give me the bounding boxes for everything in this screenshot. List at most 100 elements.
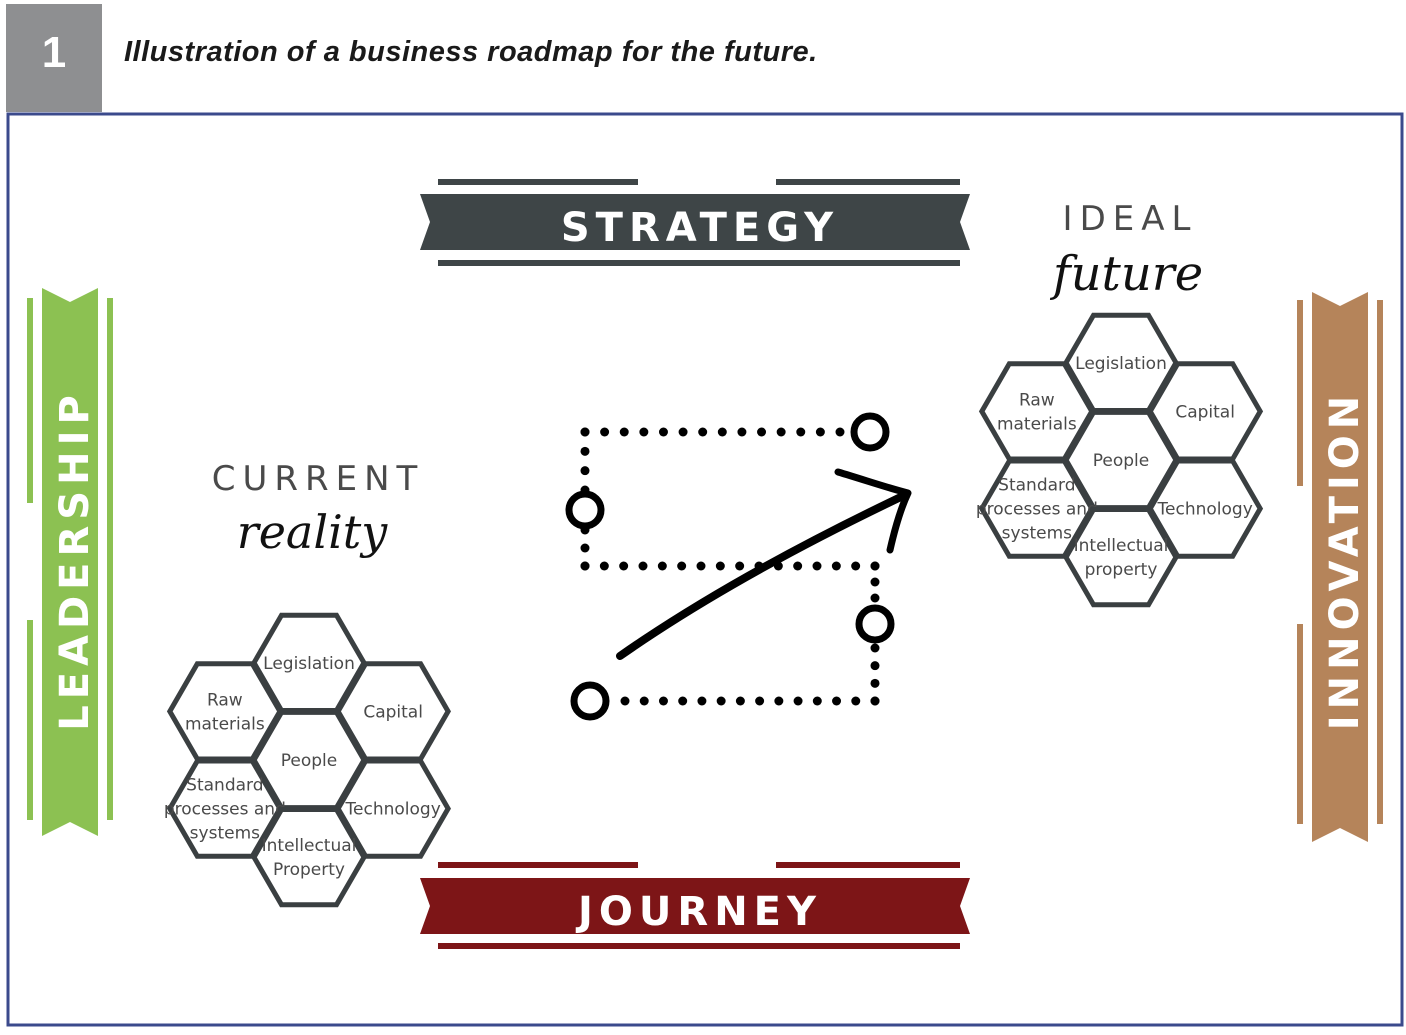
- innovation-label: INNOVATION: [1322, 390, 1368, 731]
- current-hexagon-label: Technology: [345, 800, 441, 820]
- current-hexagon: [251, 807, 367, 908]
- strategy-rule-top-right: [776, 179, 960, 185]
- current-hexagon-label: Legislation: [263, 654, 355, 674]
- innovation-rule-left-top: [1297, 300, 1303, 486]
- strategy-banner: STRATEGY: [420, 179, 970, 266]
- figure-caption: Illustration of a business roadmap for t…: [124, 36, 818, 68]
- journey-banner: JOURNEY: [420, 862, 970, 949]
- current-hexagon-label: systems: [190, 824, 260, 844]
- path-dot: [580, 543, 590, 553]
- path-dot: [835, 427, 845, 437]
- path-dot: [831, 561, 841, 571]
- ideal-hexagon-label: Raw: [1019, 390, 1055, 410]
- current-hexagon-label: Intellectual: [262, 836, 357, 856]
- strategy-rule-top-left: [438, 179, 638, 185]
- journey-rule-top-left: [438, 862, 638, 868]
- path-dot: [639, 427, 649, 437]
- innovation-rule-left-bottom: [1297, 624, 1303, 824]
- path-dot: [812, 696, 822, 706]
- ideal-hexagon-label: Legislation: [1075, 354, 1167, 374]
- milestone-circle: [855, 604, 895, 644]
- path-dot: [776, 427, 786, 437]
- path-dot: [815, 427, 825, 437]
- path-dot: [870, 678, 880, 688]
- ideal-hexagon-label: Intellectual: [1074, 536, 1169, 556]
- path-dot: [657, 561, 667, 571]
- path-dot: [677, 561, 687, 571]
- path-dot: [851, 561, 861, 571]
- figure-number-box: 1: [6, 4, 102, 112]
- milestone-circle: [570, 681, 610, 721]
- journey-rule-bottom: [438, 943, 960, 949]
- path-dot: [639, 696, 649, 706]
- path-dot: [755, 696, 765, 706]
- strategy-ribbon: [420, 194, 970, 250]
- path-dot: [793, 696, 803, 706]
- strategy-label: STRATEGY: [561, 205, 839, 251]
- path-dot: [619, 561, 629, 571]
- path-dot: [774, 696, 784, 706]
- path-dot: [620, 696, 630, 706]
- path-dot: [870, 593, 880, 603]
- path-dot: [678, 427, 688, 437]
- path-dot: [832, 696, 842, 706]
- path-dot: [658, 427, 668, 437]
- strategy-rule-bottom: [438, 260, 960, 266]
- path-dot: [580, 466, 590, 476]
- path-dot: [697, 696, 707, 706]
- path-dot: [715, 561, 725, 571]
- current-heading: CURRENT: [212, 459, 425, 499]
- leadership-rule-left-top: [27, 298, 33, 503]
- path-dot: [812, 561, 822, 571]
- path-dot: [580, 446, 590, 456]
- path-dot: [716, 696, 726, 706]
- current-hexagon-label: Standard: [186, 776, 263, 796]
- leadership-rule-right: [107, 298, 113, 820]
- path-dot: [870, 643, 880, 653]
- ideal-hexagon-label: materials: [997, 414, 1077, 434]
- ideal-hexagon-label: Technology: [1157, 500, 1253, 520]
- path-dot: [870, 577, 880, 587]
- path-dot: [796, 427, 806, 437]
- path-dot: [735, 696, 745, 706]
- path-dot: [678, 696, 688, 706]
- diagram-frame: [6, 112, 1404, 1027]
- journey-ribbon: [420, 878, 970, 934]
- path-dot: [851, 696, 861, 706]
- current-hexagon-label: Capital: [363, 702, 423, 722]
- dotted-roadmap-path: [580, 427, 880, 706]
- path-dot: [599, 561, 609, 571]
- path-dot: [870, 696, 880, 706]
- leadership-label: LEADERSHIP: [52, 389, 98, 731]
- milestone-circle: [565, 490, 605, 530]
- ideal-hexagon-label: Capital: [1175, 402, 1235, 422]
- path-dot: [580, 561, 590, 571]
- path-dot: [870, 661, 880, 671]
- path-dot: [696, 561, 706, 571]
- path-dot: [580, 427, 590, 437]
- path-dot: [600, 427, 610, 437]
- ideal-script: future: [1050, 246, 1203, 302]
- leadership-rule-left-bottom: [27, 620, 33, 820]
- ideal-hexagon-label: processes and: [976, 500, 1098, 520]
- current-hexagon-cluster: LegislationRawmaterialsCapitalPeopleStan…: [164, 612, 451, 908]
- path-dot: [619, 427, 629, 437]
- path-dot: [658, 696, 668, 706]
- journey-rule-top-right: [776, 862, 960, 868]
- current-hexagon-label: processes and: [164, 800, 286, 820]
- current-hexagon-label: Raw: [207, 690, 243, 710]
- ideal-heading: IDEAL: [1063, 199, 1198, 239]
- journey-label: JOURNEY: [575, 889, 822, 935]
- leadership-ribbon: [42, 288, 98, 836]
- path-dot: [737, 427, 747, 437]
- current-hexagon-label: Property: [273, 860, 345, 880]
- path-dot: [698, 427, 708, 437]
- current-script: reality: [237, 505, 389, 559]
- innovation-rule-right: [1377, 300, 1383, 824]
- milestone-circle: [850, 412, 890, 452]
- ideal-hexagon-label: property: [1085, 560, 1158, 580]
- path-dot: [793, 561, 803, 571]
- path-dot: [735, 561, 745, 571]
- figure-number: 1: [41, 28, 67, 77]
